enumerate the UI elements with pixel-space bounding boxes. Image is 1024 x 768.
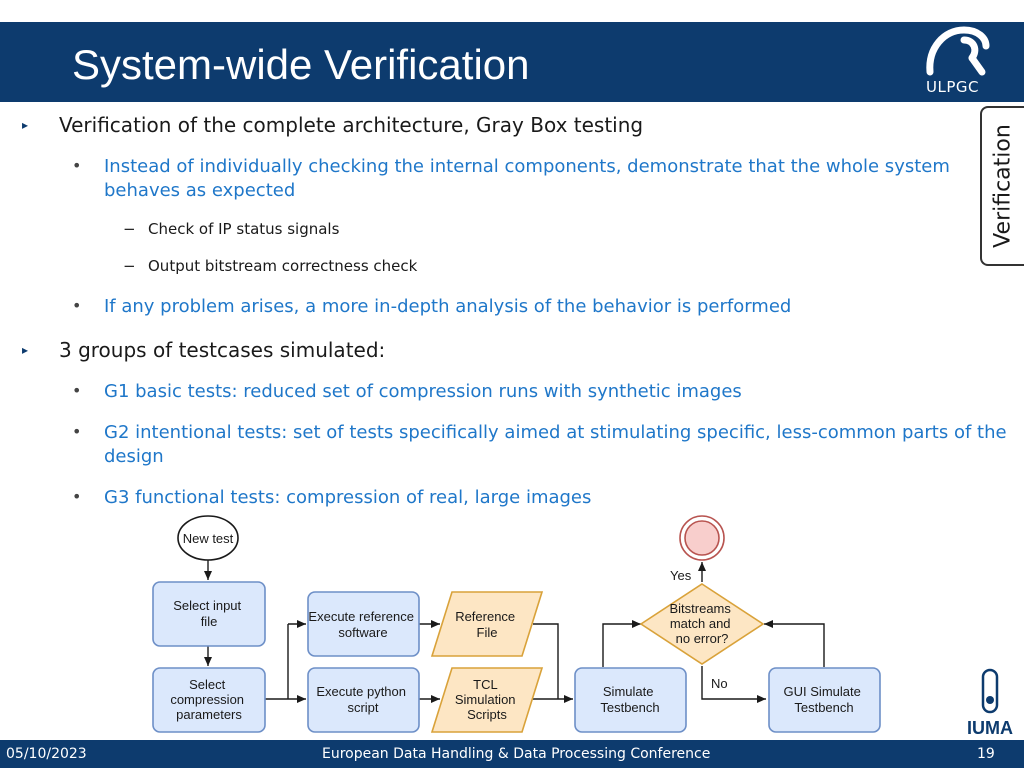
select-input-node <box>152 581 266 647</box>
bullet-level2: G2 intentional tests: set of tests speci… <box>104 422 1007 467</box>
iuma-logo-text: IUMA <box>967 718 1013 738</box>
bullet-level2: G3 functional tests: compression of real… <box>104 487 592 508</box>
ulpgc-logo-icon <box>926 26 990 76</box>
start-node <box>177 515 239 561</box>
connector-gui-to-decision <box>764 620 825 667</box>
end-node-inner <box>684 520 720 556</box>
simulate-node <box>574 667 687 733</box>
bullet-dot-icon: • <box>72 156 82 175</box>
iuma-logo-icon: IUMA <box>967 668 1013 738</box>
bullet-marker-icon: ▸ <box>22 118 29 132</box>
bullet-dot-icon: • <box>72 381 82 400</box>
footer-bar: 05/10/2023 European Data Handling & Data… <box>0 740 1024 768</box>
gui-simulate-node <box>768 667 881 733</box>
simulate-label: Simulate Testbench <box>600 684 659 715</box>
footer-page-number: 19 <box>977 746 995 762</box>
exec-python-node <box>307 667 420 733</box>
tcl-scripts-node <box>430 667 544 733</box>
select-params-node <box>152 667 266 733</box>
exec-ref-node <box>307 591 420 657</box>
slide-title: System-wide Verification <box>72 41 530 88</box>
bullet-dash-icon: − <box>123 220 136 238</box>
decision-label: Bitstreams match and no error? <box>669 601 734 646</box>
connector-decision-no <box>701 666 766 703</box>
bullet-dot-icon: • <box>72 296 82 315</box>
bullet-dot-icon: • <box>72 422 82 441</box>
bullet-dash-icon: − <box>123 257 136 275</box>
bullet-level1: Verification of the complete architectur… <box>59 113 644 137</box>
bullet-level3: Check of IP status signals <box>148 220 340 238</box>
bullet-level1: 3 groups of testcases simulated: <box>59 338 386 362</box>
bullet-level3: Output bitstream correctness check <box>148 257 418 275</box>
section-side-tab: Verification <box>980 106 1024 266</box>
title-bar <box>0 22 1024 102</box>
yes-label: Yes <box>670 568 692 583</box>
no-label: No <box>711 676 728 691</box>
flow-connectors <box>204 560 825 703</box>
start-node-label: New test <box>183 531 234 546</box>
exec-ref-label: Execute reference software <box>308 609 417 640</box>
select-params-label: Select compression parameters <box>170 677 247 722</box>
bullet-marker-icon: ▸ <box>22 343 29 357</box>
bullet-level2: If any problem arises, a more in-depth a… <box>104 296 792 317</box>
gui-simulate-label: GUI Simulate Testbench <box>784 684 865 715</box>
bullet-level2: Instead of individually checking the int… <box>104 156 950 201</box>
select-input-label: Select input file <box>173 598 245 629</box>
tcl-scripts-label: TCL Simulation Scripts <box>455 677 519 722</box>
footer-date: 05/10/2023 <box>6 746 87 762</box>
decision-node <box>639 583 765 665</box>
ulpgc-logo-text: ULPGC <box>926 78 979 96</box>
bullet-dot-icon: • <box>72 487 82 506</box>
footer-conference: European Data Handling & Data Processing… <box>322 746 711 762</box>
connector-simulate-to-decision <box>602 620 641 667</box>
bullet-level2: G1 basic tests: reduced set of compressi… <box>104 381 742 402</box>
ref-file-label: Reference File <box>455 609 519 640</box>
ref-file-node <box>430 591 544 657</box>
exec-python-label: Execute python script <box>316 684 409 715</box>
connector-file-to-merge <box>533 623 559 699</box>
